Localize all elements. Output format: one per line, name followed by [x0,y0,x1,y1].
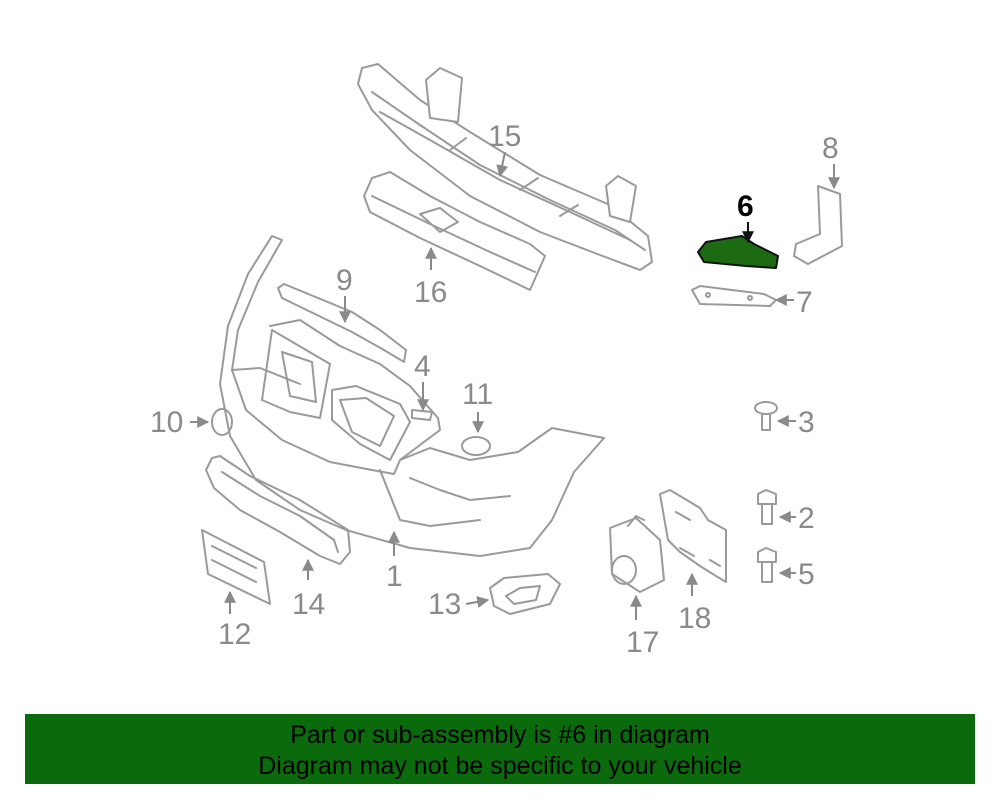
svg-text:8: 8 [822,132,839,165]
svg-text:15: 15 [488,120,521,153]
part-16-energy-absorber [363,171,546,291]
svg-text:17: 17 [626,626,659,659]
callout-2: 2 [778,502,815,535]
svg-text:6: 6 [737,190,754,223]
part-12-license-bracket [201,529,271,605]
part-18-bracket [659,489,727,583]
part-3-screw [754,401,778,431]
callout-6: 6 [737,190,754,244]
callout-7: 7 [774,286,813,319]
svg-text:18: 18 [678,602,711,635]
svg-text:14: 14 [292,588,325,621]
svg-text:4: 4 [414,350,431,383]
svg-text:12: 12 [218,618,251,651]
callout-18: 18 [678,572,711,635]
info-banner: Part or sub-assembly is #6 in diagram Di… [25,714,975,784]
parts-diagram: 15 16 1 9 4 [150,63,843,659]
callout-8: 8 [822,132,840,190]
callout-16: 16 [414,246,447,309]
part-13-fog-trim [489,573,561,615]
part-5-bolt [757,547,777,583]
banner-line-1: Part or sub-assembly is #6 in diagram [290,721,710,749]
svg-text:13: 13 [428,588,461,621]
part-1-bumper-cover [219,235,605,557]
part-8-side-bracket [793,185,843,265]
part-2-bolt [757,489,777,525]
part-17-sensor-housing [609,515,665,593]
part-7-bracket-plate [691,285,777,307]
part-10-plug [211,408,233,436]
callout-10: 10 [150,406,210,439]
callout-5: 5 [778,558,815,591]
callout-15: 15 [488,120,521,178]
callout-3: 3 [776,406,815,439]
callout-4: 4 [411,350,433,421]
callout-14: 14 [292,558,325,621]
svg-text:5: 5 [798,558,815,591]
svg-text:7: 7 [796,286,813,319]
callout-11: 11 [462,378,493,434]
callout-9: 9 [336,264,353,324]
svg-text:3: 3 [798,406,815,439]
svg-text:16: 16 [414,276,447,309]
svg-text:10: 10 [150,406,183,439]
svg-text:9: 9 [336,264,353,297]
callout-13: 13 [428,588,490,621]
svg-text:2: 2 [798,502,815,535]
svg-text:11: 11 [462,378,493,411]
part-6-highlighted [697,235,779,269]
callout-1: 1 [386,530,403,593]
part-11-cap [461,436,491,456]
banner-line-2: Diagram may not be specific to your vehi… [258,752,742,780]
svg-text:1: 1 [386,560,403,593]
part-14-lower-grille [205,455,351,565]
callout-12: 12 [218,590,251,651]
callout-17: 17 [626,594,659,659]
